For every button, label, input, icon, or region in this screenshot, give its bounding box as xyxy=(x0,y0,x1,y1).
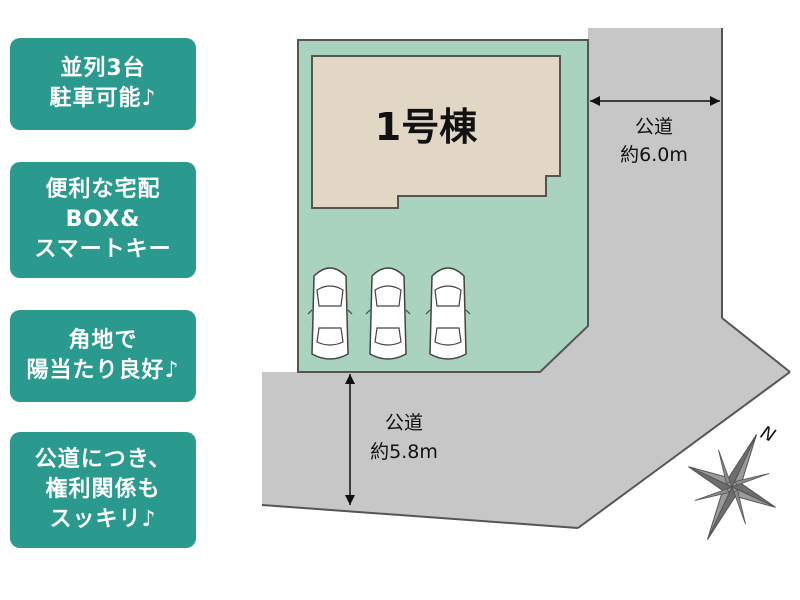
south-road-width: 約5.8m xyxy=(370,441,438,463)
south-road-name: 公道 xyxy=(385,412,423,434)
east-road-width-dimension xyxy=(590,96,720,106)
compass-north-label: N xyxy=(757,422,778,447)
badge-line: 駐車可能♪ xyxy=(49,86,157,111)
badge-line: 権利関係も xyxy=(45,477,161,502)
badge-line: 便利な宅配 xyxy=(45,177,161,202)
feature-badge-public-road: 公道につき、 権利関係も スッキリ♪ xyxy=(10,432,196,548)
feature-badge-delivery-box: 便利な宅配 BOX& スマートキー xyxy=(10,162,196,278)
badge-line: スッキリ♪ xyxy=(49,507,157,532)
east-road-name: 公道 xyxy=(635,116,673,138)
feature-badge-corner-lot: 角地で 陽当たり良好♪ xyxy=(10,310,196,402)
badge-line: BOX& xyxy=(65,207,141,232)
east-road xyxy=(262,28,790,528)
south-road-edge-diagonal xyxy=(577,371,791,529)
badge-line: スマートキー xyxy=(34,237,172,262)
compass-rose-icon xyxy=(688,434,776,540)
car-1 xyxy=(307,267,353,360)
east-road-edge-diagonal xyxy=(721,317,791,373)
south-road-width-dimension xyxy=(345,374,355,505)
car-3 xyxy=(425,267,471,360)
building-label: 1号棟 xyxy=(375,105,478,149)
feature-badge-parking: 並列3台 駐車可能♪ xyxy=(10,38,196,130)
badge-line: 公道につき、 xyxy=(34,447,172,472)
east-road-width: 約6.0m xyxy=(620,144,688,166)
badge-line: 角地で xyxy=(68,328,138,353)
badge-line: 陽当たり良好♪ xyxy=(26,358,180,383)
south-road-edge xyxy=(261,504,579,529)
car-2 xyxy=(365,267,411,360)
building-footprint xyxy=(311,55,561,209)
badge-line: 並列3台 xyxy=(60,56,146,81)
